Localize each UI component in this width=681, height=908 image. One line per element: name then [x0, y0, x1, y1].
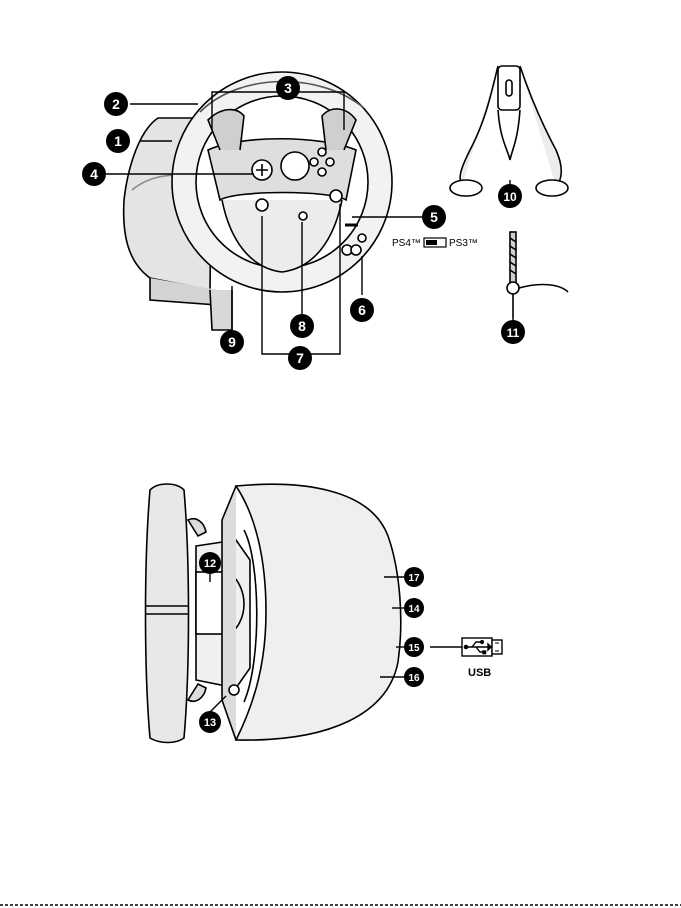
- callout-16: 16: [404, 667, 424, 687]
- callout-17: 17: [404, 567, 424, 587]
- callout-3: 3: [276, 76, 300, 100]
- callout-4: 4: [82, 162, 106, 186]
- callout-9: 9: [220, 330, 244, 354]
- callout-7: 7: [288, 346, 312, 370]
- callout-5: 5: [422, 205, 446, 229]
- callout-10: 10: [498, 184, 522, 208]
- usb-label: USB: [468, 667, 491, 679]
- stand-illustration: [450, 66, 568, 196]
- wheel-front-illustration: [124, 72, 392, 330]
- svg-text:16: 16: [408, 673, 420, 684]
- svg-text:14: 14: [408, 604, 420, 615]
- callout-6: 6: [350, 298, 374, 322]
- svg-text:5: 5: [430, 209, 438, 225]
- callout-8: 8: [290, 314, 314, 338]
- callout-14: 14: [404, 598, 424, 618]
- svg-text:6: 6: [358, 302, 366, 318]
- svg-text:8: 8: [298, 318, 306, 334]
- svg-text:11: 11: [507, 326, 520, 340]
- mode-switch-graphic: PS4™ PS3™: [392, 238, 478, 249]
- svg-text:9: 9: [228, 334, 236, 350]
- callout-13: 13: [199, 711, 221, 733]
- svg-text:17: 17: [408, 573, 420, 584]
- wheel-side-illustration: [146, 484, 401, 743]
- callout-12: 12: [199, 552, 221, 574]
- svg-text:12: 12: [204, 558, 216, 570]
- callout-2: 2: [104, 92, 128, 116]
- svg-text:13: 13: [204, 717, 216, 729]
- callout-11: 11: [501, 320, 525, 344]
- ps3-label: PS3™: [449, 238, 478, 249]
- svg-text:15: 15: [408, 643, 420, 654]
- callout-1: 1: [106, 129, 130, 153]
- svg-text:2: 2: [112, 96, 120, 112]
- svg-text:7: 7: [296, 350, 304, 366]
- usb-connector-graphic: [430, 638, 502, 656]
- svg-text:1: 1: [114, 133, 122, 149]
- svg-text:10: 10: [503, 190, 517, 204]
- callout-15: 15: [404, 637, 424, 657]
- clamp-screw-illustration: [507, 232, 568, 318]
- ps4-label: PS4™: [392, 238, 421, 249]
- svg-text:4: 4: [90, 166, 98, 182]
- svg-text:3: 3: [284, 80, 292, 96]
